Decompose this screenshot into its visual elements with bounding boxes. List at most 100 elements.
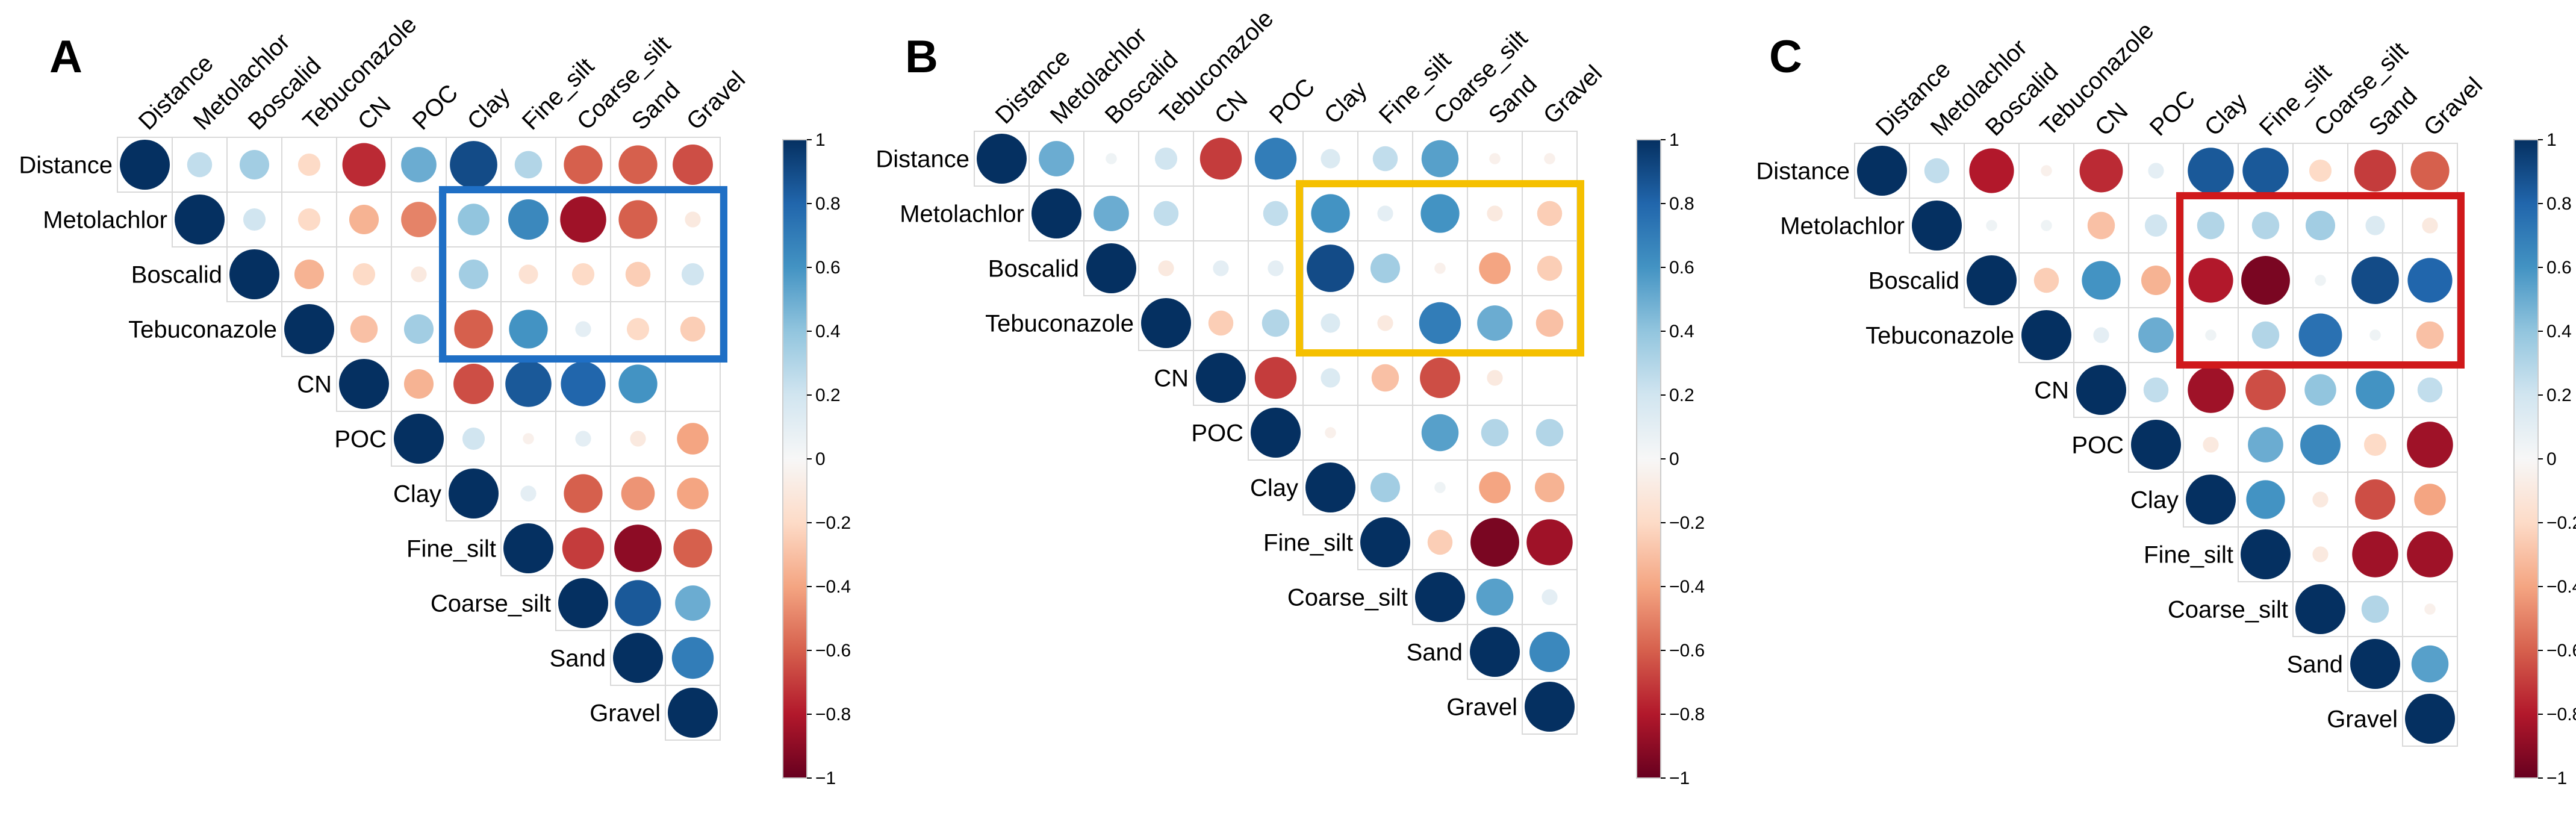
corr-Coarse_silt-Gravel [1542,589,1558,605]
correlation-circles [977,134,1575,732]
colorbar-tick-label: −0.2 [2546,513,2576,533]
corr-Clay-Coarse_silt [2312,491,2329,508]
colorbar-tick-label: 1 [1669,130,1679,150]
corr-Distance-Fine_silt [514,151,543,179]
corr-Metolachlor-Tebuconazole [1153,201,1179,226]
corr-Tebuconazole-Gravel [2416,321,2444,349]
corr-CN-Coarse_silt [1420,358,1460,398]
corr-POC-Sand [2363,433,2387,456]
corr-Clay-Fine_silt [1370,472,1401,503]
corr-Tebuconazole-Coarse_silt [2298,313,2342,357]
corr-CN-Sand [1487,370,1503,386]
corr-Metolachlor-Tebuconazole [297,208,321,231]
row-label-metolachlor: Metolachlor [900,201,1024,228]
corr-Boscalid-POC [411,266,427,282]
col-label-poc: POC [2145,86,2200,141]
corr-Metolachlor-Tebuconazole [2041,220,2052,231]
corr-Clay-Gravel [2414,484,2446,515]
corr-Distance-Fine_silt [1372,146,1398,172]
row-label-tebuconazole: Tebuconazole [985,311,1134,337]
corr-Metolachlor-Coarse_silt [560,196,606,243]
corr-Metolachlor-Boscalid [243,208,266,231]
column-labels: DistanceMetolachlorBoscalidTebuconazoleC… [134,11,750,135]
corr-CN-Sand [2356,370,2395,410]
row-label-fine_silt: Fine_silt [406,536,496,562]
colorbar-tick-label: −1 [2546,768,2567,788]
corr-Distance-Boscalid [239,149,270,180]
corr-Clay-Clay [1305,462,1355,512]
corr-Fine_silt-Gravel [2407,531,2453,578]
corr-Coarse_silt-Coarse_silt [558,578,608,628]
col-label-gravel: Gravel [2419,72,2487,141]
row-label-boscalid: Boscalid [1868,268,1959,294]
corr-Boscalid-CN [2082,261,2121,300]
row-label-sand: Sand [1407,640,1463,666]
panel-label: B [905,31,938,83]
row-labels: DistanceMetolachlorBoscalidTebuconazoleC… [19,152,661,727]
corr-Boscalid-Boscalid [229,249,279,299]
corr-Distance-CN [2079,149,2123,193]
corr-Metolachlor-Boscalid [1986,220,1997,231]
corr-Tebuconazole-Gravel [1535,309,1564,337]
corr-Coarse_silt-Sand [2361,595,2389,623]
corr-Clay-Sand [2355,479,2395,520]
row-label-coarse_silt: Coarse_silt [1287,585,1408,611]
corr-Distance-Boscalid [1106,153,1117,164]
corr-Tebuconazole-POC [403,314,434,344]
corr-Coarse_silt-Gravel [675,585,711,621]
corr-Tebuconazole-Fine_silt [509,310,548,349]
colorbar-tick-label: 0.6 [1669,258,1694,278]
col-label-clay: Clay [462,83,515,135]
corr-Boscalid-Tebuconazole [294,259,325,290]
corr-POC-Coarse_silt [1421,414,1459,452]
corr-Metolachlor-Gravel [685,211,701,228]
corr-Sand-Gravel [1529,632,1570,672]
grid-cell [281,192,337,248]
corr-Metolachlor-Coarse_silt [2305,210,2336,241]
corr-Metolachlor-POC [401,202,437,237]
corr-Boscalid-CN [1213,260,1229,276]
corr-POC-Gravel [1535,419,1564,447]
corr-Clay-Sand [1479,472,1511,503]
row-label-gravel: Gravel [590,700,661,727]
corr-CN-Sand [618,364,658,403]
corr-Distance-Boscalid [1969,148,2014,193]
highlight-box [2176,192,2465,369]
corr-Clay-Sand [621,476,655,511]
row-label-sand: Sand [550,646,606,672]
corr-Clay-Gravel [677,478,709,509]
col-label-cn: CN [1210,86,1253,129]
corr-Gravel-Gravel [1525,682,1575,732]
col-label-cn: CN [2090,98,2133,141]
corr-Sand-Sand [1470,627,1520,677]
colorbar-gradient [782,139,807,779]
corr-Tebuconazole-Clay [1321,313,1340,333]
corr-Fine_silt-Fine_silt [2241,529,2291,579]
corr-Distance-Fine_silt [2242,148,2289,194]
corr-Tebuconazole-Sand [626,317,650,341]
corr-POC-Fine_silt [523,433,534,444]
panel-label: C [1769,31,1802,83]
corr-Coarse_silt-Gravel [2424,603,2436,615]
row-label-cn: CN [1154,366,1189,392]
colorbar-tick-label: 0.2 [2546,385,2572,405]
corr-Metolachlor-Metolachlor [1912,201,1962,251]
colorbar-tick-label: 0.6 [815,258,841,278]
col-label-poc: POC [1265,73,1320,129]
colorbar-tick-label: 0.8 [815,194,841,214]
corr-Boscalid-CN [352,263,376,286]
row-label-tebuconazole: Tebuconazole [1865,323,2014,349]
row-label-boscalid: Boscalid [988,256,1079,282]
corr-Sand-Gravel [2411,645,2449,683]
corr-Distance-Coarse_silt [2309,159,2332,182]
column-labels: DistanceMetolachlorBoscalidTebuconazoleC… [1871,17,2487,142]
corr-Metolachlor-Sand [618,200,658,239]
grid-cell [1909,143,1965,199]
corr-Boscalid-Clay [1307,244,1354,292]
corr-Sand-Gravel [671,637,714,679]
corr-Boscalid-Fine_silt [2241,256,2290,305]
colorbar-tick-label: 1 [815,130,826,150]
corr-Distance-Coarse_silt [564,145,603,184]
row-label-distance: Distance [19,152,113,179]
